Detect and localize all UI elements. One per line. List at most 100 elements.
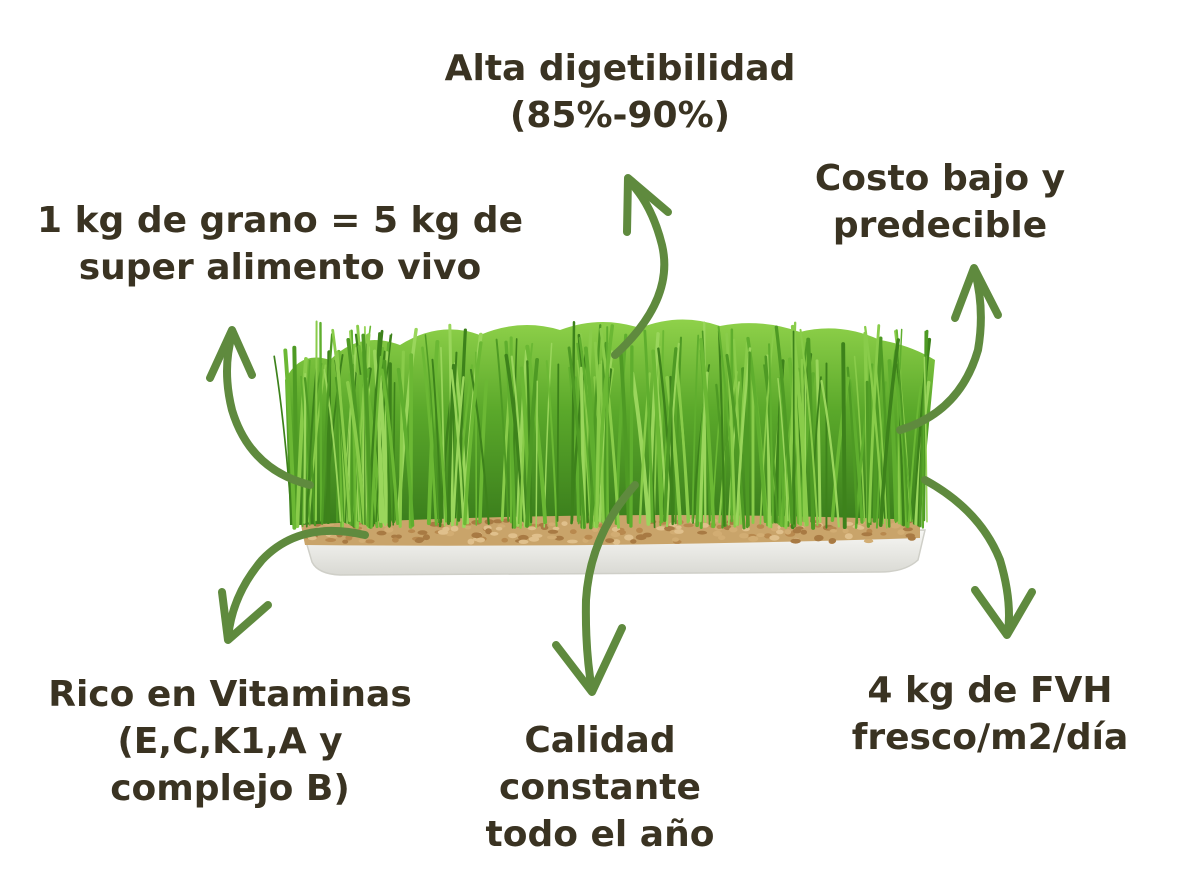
- grass-blade: [319, 321, 323, 522]
- grass-blade: [345, 380, 367, 526]
- grass-blade: [879, 338, 900, 527]
- seed-grain: [672, 537, 679, 542]
- seed-grain: [718, 535, 726, 541]
- seed-grain: [675, 525, 682, 530]
- seed-grain: [518, 539, 529, 544]
- label-line: fresco/m2/día: [851, 716, 1129, 758]
- arrow-top-left: [223, 331, 314, 489]
- seed-grain: [769, 535, 780, 541]
- seed-grain: [329, 534, 338, 539]
- seed-grain: [712, 530, 723, 537]
- arrow-top-head: [623, 174, 672, 236]
- label-line: (E,C,K1,A y: [117, 720, 343, 762]
- arrow-bottom-left-head: [218, 588, 272, 644]
- grass-blade: [568, 366, 580, 525]
- label-line: Rico en Vitaminas: [48, 674, 412, 715]
- grass-blade: [725, 332, 737, 528]
- seed-grain: [417, 530, 428, 535]
- grass-blade: [789, 329, 803, 526]
- seed-grain: [501, 537, 509, 543]
- seed-grain: [584, 534, 593, 540]
- grass-blade: [759, 325, 775, 525]
- grass-blade: [510, 355, 526, 528]
- grass-blade: [457, 328, 467, 522]
- seed-grain: [800, 529, 807, 535]
- seed-grain: [739, 533, 749, 539]
- seed-grain: [495, 526, 503, 531]
- seed-grain: [814, 534, 824, 541]
- seed-grain: [493, 519, 503, 524]
- grass-blade: [717, 329, 726, 527]
- arrow-bottom-center: [581, 481, 639, 694]
- grass-blade: [691, 334, 700, 523]
- seed-grain: [450, 525, 459, 532]
- grass-blade: [647, 332, 660, 525]
- grass-blade: [867, 324, 881, 523]
- seed-grain: [844, 533, 853, 540]
- grass-blade: [605, 369, 610, 527]
- grass-blade: [469, 368, 490, 525]
- seed-grain: [770, 526, 779, 532]
- grass-blade: [674, 336, 683, 525]
- grass-blade: [361, 333, 373, 529]
- grass-blade: [450, 369, 465, 522]
- seed-grain: [880, 532, 887, 536]
- label-line: Costo bajo y: [814, 158, 1066, 199]
- seed-grain: [612, 539, 621, 545]
- seed-grain: [567, 539, 578, 544]
- seed-grain: [605, 538, 615, 543]
- seed-grain: [861, 532, 873, 537]
- grass-blade: [674, 354, 690, 524]
- seed-grain: [548, 522, 556, 526]
- grass-blade: [879, 338, 891, 528]
- label-line: Alta digetibilidad: [444, 48, 796, 89]
- grass-blades: [273, 320, 932, 530]
- seed-grain: [683, 523, 694, 528]
- seed-grain: [569, 529, 577, 535]
- grass-blade: [421, 346, 438, 526]
- grass-blade: [595, 363, 602, 528]
- seed-grain: [889, 522, 901, 529]
- grass-blade: [463, 341, 483, 526]
- label-production: 4 kg de FVH fresco/m2/día: [790, 668, 1190, 762]
- seed-grain: [790, 538, 801, 544]
- arrows: [206, 174, 1036, 696]
- grass-blade: [305, 367, 318, 528]
- grass-blade: [495, 338, 510, 522]
- seed-grain: [610, 531, 621, 538]
- grass-blade: [526, 360, 533, 524]
- seed-grain: [656, 526, 667, 531]
- grass-blade: [629, 345, 634, 528]
- seed-grain: [471, 532, 483, 539]
- seed-grain: [408, 529, 416, 534]
- grass-blade: [424, 334, 440, 524]
- grass-blade: [431, 358, 443, 523]
- grass-blade: [778, 376, 785, 528]
- label-quality: Calidad constante todo el año: [440, 718, 760, 858]
- grass-blade: [820, 379, 840, 528]
- grass-blade: [396, 367, 415, 527]
- seed-grain: [391, 534, 399, 539]
- grass-blade: [830, 376, 850, 522]
- seed-grain: [561, 521, 568, 526]
- grass-blade: [292, 345, 299, 525]
- seed-grain: [829, 529, 838, 533]
- arrow-top-left-head: [206, 326, 256, 382]
- seed-grain: [784, 529, 792, 535]
- grass-blade: [535, 380, 539, 529]
- grass-blade: [331, 328, 352, 522]
- grass-blade: [380, 368, 400, 526]
- grass-blade: [651, 349, 664, 524]
- seed-grain: [554, 535, 564, 541]
- label-line: 1 kg de grano = 5 kg de: [37, 200, 523, 241]
- grass-blade: [556, 363, 560, 522]
- grass-blade: [392, 381, 396, 526]
- seed-grain: [897, 529, 905, 535]
- grass-blade: [815, 359, 822, 523]
- arrow-bottom-left: [224, 526, 369, 642]
- grass-blade: [923, 356, 928, 523]
- label-line: complejo B): [110, 767, 350, 809]
- grass-blade: [865, 380, 870, 528]
- arrow-bottom-right: [921, 476, 1013, 636]
